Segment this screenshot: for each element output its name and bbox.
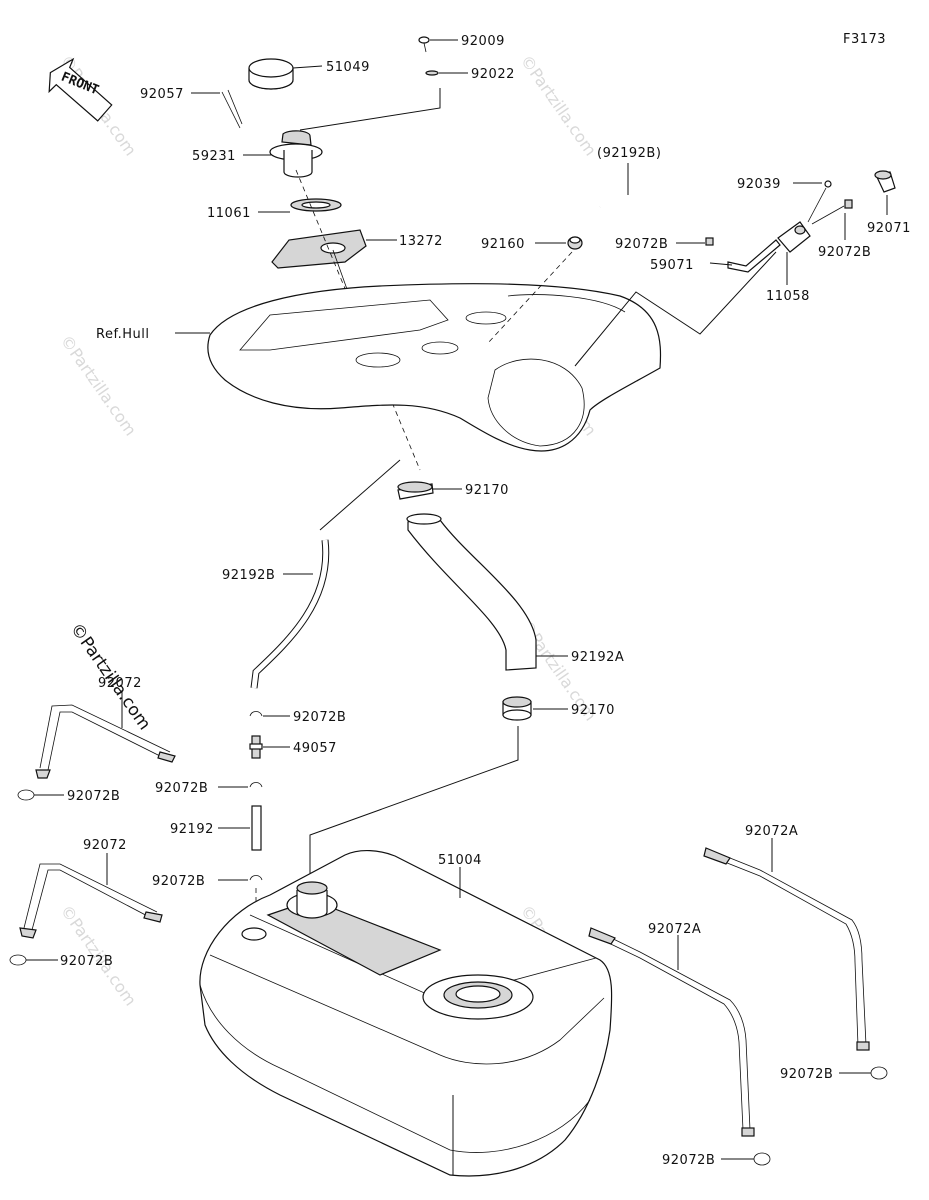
label-92072B-right-2: 92072B xyxy=(662,1153,715,1168)
label-59231: 59231 xyxy=(192,149,236,164)
label-92072B-left-lower: 92072B xyxy=(60,954,113,969)
watermark-3: ©Partzilla.com xyxy=(57,331,140,439)
vent-hose-92192B xyxy=(250,539,330,689)
filler-hose-92192A xyxy=(406,513,537,671)
label-92009: 92009 xyxy=(461,34,505,49)
clamp-92170-bottom xyxy=(502,696,532,721)
label-ref-hull: Ref.Hull xyxy=(96,327,149,342)
label-92160: 92160 xyxy=(481,237,525,252)
fuel-tank-51004 xyxy=(199,850,613,1177)
clip-92072B-lu xyxy=(17,789,35,801)
label-59071: 59071 xyxy=(650,258,694,273)
hull-reference xyxy=(207,283,662,452)
label-92192B: 92192B xyxy=(222,568,275,583)
label-92170-bottom: 92170 xyxy=(571,703,615,718)
label-92072A-right: 92072A xyxy=(745,824,798,839)
screw-92039 xyxy=(807,180,832,223)
clip-92072B-r2 xyxy=(753,1152,771,1166)
label-92072B-a: 92072B xyxy=(293,710,346,725)
washer-92022 xyxy=(425,70,439,76)
label-51004: 51004 xyxy=(438,853,482,868)
strap-92072-lower xyxy=(19,863,163,939)
pin-92057 xyxy=(221,89,243,129)
check-valve-92071 xyxy=(874,170,896,193)
gasket-11061 xyxy=(290,198,342,212)
joint-49057 xyxy=(249,735,263,759)
filler-neck xyxy=(269,130,323,178)
elbow-59071 xyxy=(727,239,781,273)
label-92071: 92071 xyxy=(867,221,911,236)
clamp-92072B-c xyxy=(249,875,263,881)
label-92192: 92192 xyxy=(170,822,214,837)
label-92072B-right: 92072B xyxy=(818,245,871,260)
clip-92072B-ll xyxy=(9,954,27,966)
label-92072A-mid: 92072A xyxy=(648,922,701,937)
label-92072B-left-upper: 92072B xyxy=(67,789,120,804)
label-49057: 49057 xyxy=(293,741,337,756)
watermark-2: ©Partzilla.com xyxy=(517,51,600,159)
figure-code: F3173 xyxy=(843,32,886,47)
label-92022: 92022 xyxy=(471,67,515,82)
bracket-11058 xyxy=(777,221,811,253)
vent-tube-upper xyxy=(599,193,710,243)
clamp-92072B-top xyxy=(705,237,714,246)
leader-51049 xyxy=(292,65,323,69)
label-51049: 51049 xyxy=(326,60,370,75)
strap-92072-upper xyxy=(35,704,176,779)
label-11058: 11058 xyxy=(766,289,810,304)
label-92072B-top: 92072B xyxy=(615,237,668,252)
label-11061: 11061 xyxy=(207,206,251,221)
label-92072-upper: 92072 xyxy=(98,676,142,691)
screw-92009 xyxy=(418,36,430,53)
bracket-13272 xyxy=(271,229,367,269)
label-92072B-b: 92072B xyxy=(155,781,208,796)
label-92072B-right-1: 92072B xyxy=(780,1067,833,1082)
clamp-92072B-right xyxy=(844,199,853,209)
hose-92192 xyxy=(251,805,262,851)
label-92192B-paren: (92192B) xyxy=(597,146,661,161)
strap-92072A-mid xyxy=(588,927,755,1137)
label-92057: 92057 xyxy=(140,87,184,102)
grommet-92160 xyxy=(567,236,583,250)
label-92072B-c: 92072B xyxy=(152,874,205,889)
clamp-92072B-a xyxy=(249,711,263,717)
clamp-92072B-b xyxy=(249,782,263,788)
strap-92072A-right xyxy=(703,847,870,1051)
label-92192A: 92192A xyxy=(571,650,624,665)
label-92072-lower: 92072 xyxy=(83,838,127,853)
label-92039: 92039 xyxy=(737,177,781,192)
label-92170-top: 92170 xyxy=(465,483,509,498)
label-13272: 13272 xyxy=(399,234,443,249)
clip-92072B-r1 xyxy=(870,1066,888,1080)
fuel-cap xyxy=(248,58,294,90)
clamp-92170-top xyxy=(397,481,434,500)
